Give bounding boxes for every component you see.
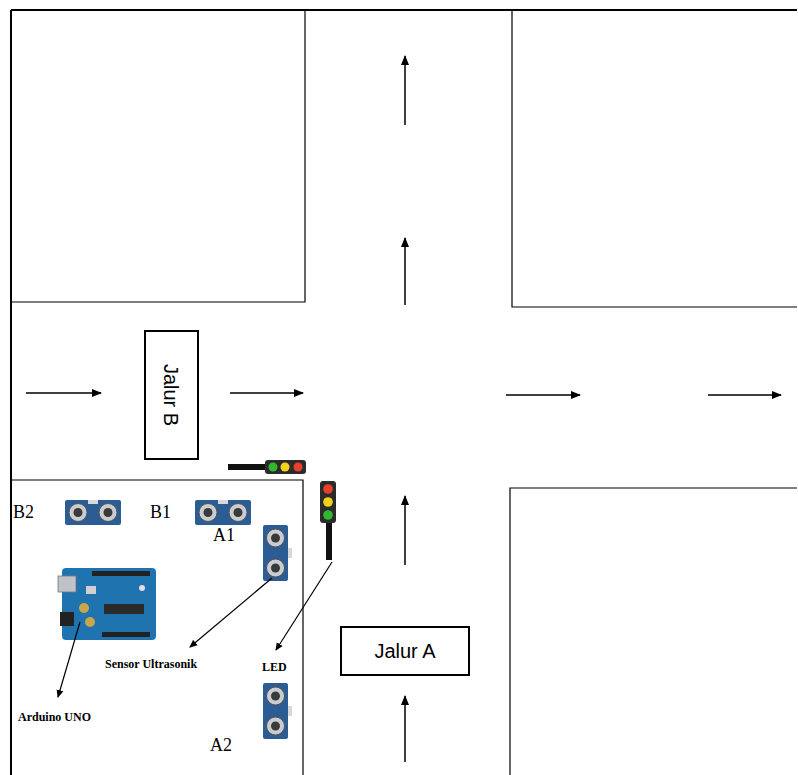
traffic-light	[228, 460, 306, 474]
traffic-light	[320, 481, 336, 560]
road-label-box: Jalur A	[340, 626, 470, 676]
road-label-box: Jalur B	[144, 330, 199, 460]
road-name: Jalur B	[160, 364, 182, 426]
part-label: A2	[210, 736, 232, 756]
ultrasonic-sensor	[263, 525, 292, 581]
part-label: A1	[213, 526, 235, 546]
part-label: B1	[150, 503, 171, 523]
road-name: Jalur A	[374, 640, 435, 662]
ultrasonic-sensor	[65, 500, 121, 525]
part-label: LED	[262, 661, 287, 674]
ultrasonic-sensor	[195, 500, 251, 525]
part-label: Arduino UNO	[18, 711, 91, 724]
part-label: Sensor Ultrasonik	[105, 658, 197, 671]
ultrasonic-sensor	[263, 683, 292, 739]
part-label: B2	[13, 503, 34, 523]
arduino-board	[58, 568, 156, 640]
